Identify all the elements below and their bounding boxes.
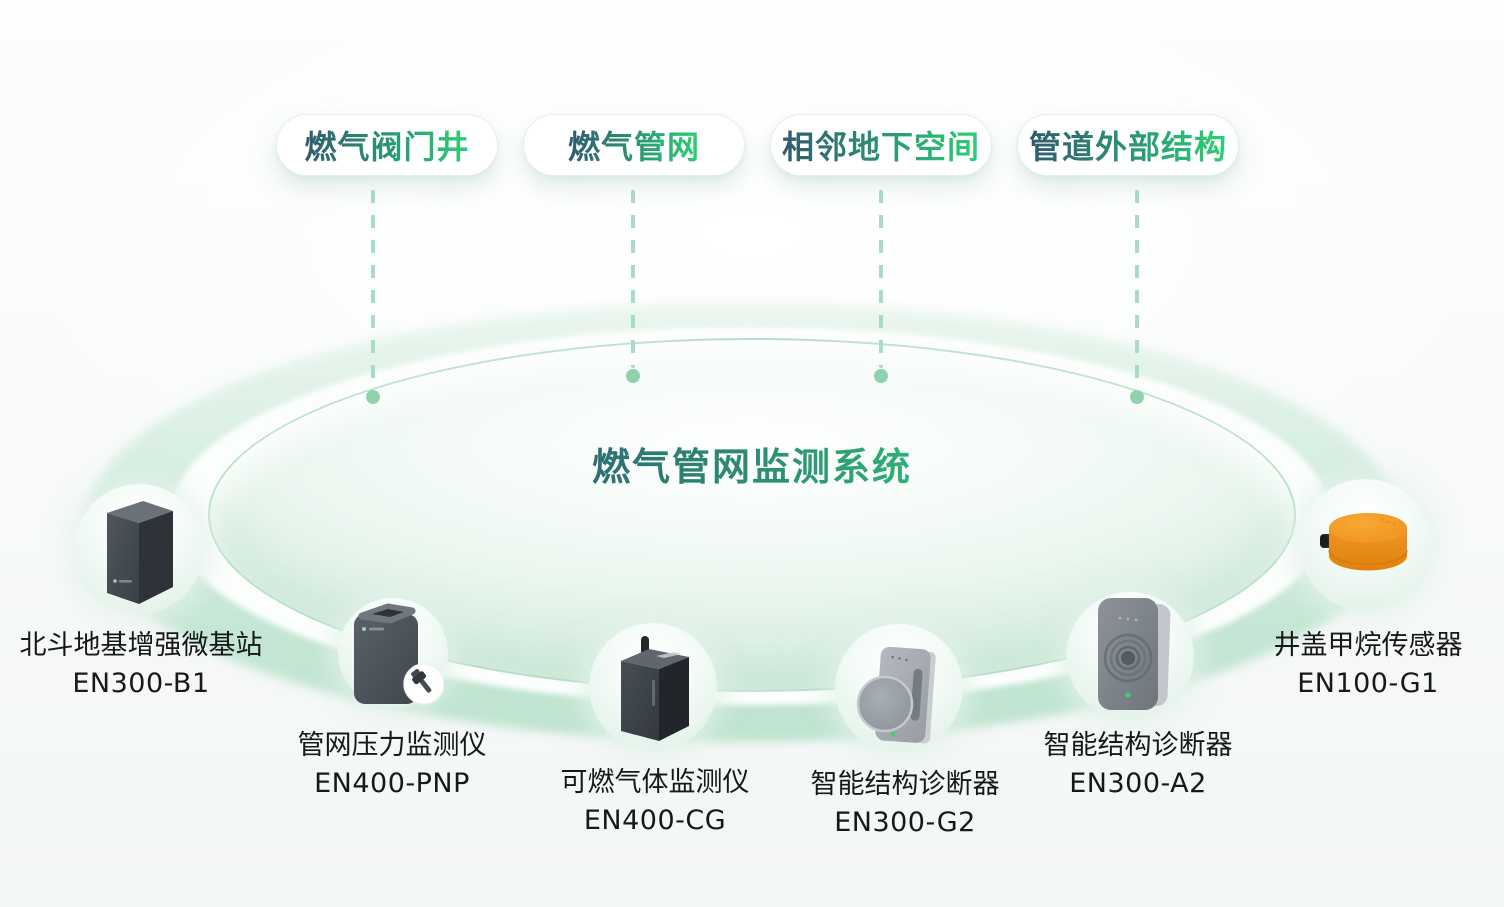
device-name: 智能结构诊断器 [1043,730,1233,761]
connector-line-gas-valve-well [371,190,375,389]
device-card-en300-g2: 智能结构诊断器 EN300-G2 [735,766,1075,842]
device-name: 可燃气体监测仪 [560,767,750,798]
connector-dot-pipeline-external-structure [1130,390,1144,404]
connector-line-adjacent-underground-space [879,190,883,368]
connector-dot-gas-valve-well [366,390,380,404]
device-image-en300-b1 [107,501,173,604]
connector-line-pipeline-external-structure [1135,190,1139,389]
device-card-en400-pnp: 管网压力监测仪 EN400-PNP [222,727,562,803]
device-name: 管网压力监测仪 [297,730,487,761]
device-model: EN400-PNP [314,768,470,799]
device-model: EN300-A2 [1069,768,1207,799]
device-model: EN100-G1 [1297,668,1439,699]
device-image-en300-g2 [856,646,936,744]
device-card-en400-cg: 可燃气体监测仪 EN400-CG [485,764,825,840]
device-model: EN400-CG [583,805,727,836]
device-image-en100-g1 [1320,513,1408,571]
device-name: 井盖甲烷传感器 [1273,630,1463,661]
device-image-en400-pnp [354,603,444,705]
device-card-en300-b1: 北斗地基增强微基站 EN300-B1 [0,627,311,703]
device-image-en400-cg [621,636,689,741]
device-name: 北斗地基增强微基站 [19,630,263,661]
device-name: 智能结构诊断器 [810,769,1000,800]
connector-dot-adjacent-underground-space [874,369,888,383]
pill-gas-valve-well[interactable]: 燃气阀门井 [276,114,498,176]
device-card-en100-g1: 井盖甲烷传感器 EN100-G1 [1198,627,1504,703]
connector-dot-gas-pipeline-network [626,369,640,383]
pill-adjacent-underground-space-label: 相邻地下空间 [782,122,980,168]
device-model: EN300-B1 [72,668,210,699]
device-model: EN300-G2 [834,807,976,838]
pill-adjacent-underground-space[interactable]: 相邻地下空间 [770,114,992,176]
pill-gas-pipeline-network[interactable]: 燃气管网 [523,114,745,176]
pill-pipeline-external-structure[interactable]: 管道外部结构 [1017,114,1239,176]
pill-gas-pipeline-network-label: 燃气管网 [568,122,700,168]
device-image-en300-a2 [1098,598,1171,710]
pill-gas-valve-well-label: 燃气阀门井 [304,122,469,168]
device-card-en300-a2: 智能结构诊断器 EN300-A2 [968,727,1308,803]
platform-title: 燃气管网监测系统 [452,436,1052,491]
pill-pipeline-external-structure-label: 管道外部结构 [1029,122,1227,168]
connector-line-gas-pipeline-network [631,190,635,368]
